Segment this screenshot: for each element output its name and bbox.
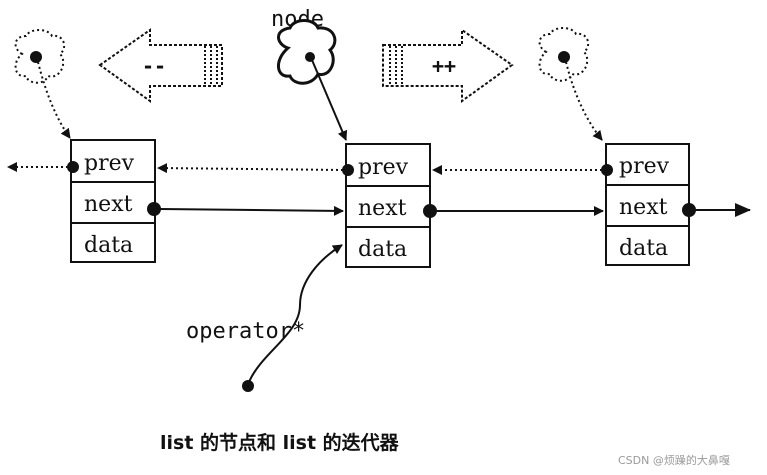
- field-prev: prev: [358, 155, 409, 180]
- left-dotted-cloud-icon: [14, 29, 66, 84]
- prev-links: [7, 161, 613, 176]
- field-next: next: [358, 196, 407, 221]
- right-pointer-dot: [558, 51, 570, 63]
- operator-pointer-dot: [242, 380, 254, 392]
- field-prev: prev: [84, 151, 135, 176]
- list-node-middle: prev next data: [345, 143, 431, 268]
- field-data: data: [358, 237, 407, 262]
- left-pointer-dot: [30, 51, 42, 63]
- field-data: data: [619, 236, 668, 261]
- decrement-label: --: [142, 54, 166, 78]
- field-next: next: [619, 195, 668, 220]
- field-data: data: [84, 233, 133, 258]
- caption: list 的节点和 list 的迭代器: [160, 431, 400, 454]
- increment-label: ++: [432, 54, 456, 78]
- node-cloud-icon: [277, 19, 337, 85]
- operator-pointer-arrow: [248, 244, 343, 383]
- node-pointer-arrow: [311, 59, 348, 141]
- left-pointer-arrow: [37, 61, 71, 139]
- list-node-right: prev next data: [605, 143, 690, 266]
- next-links: [147, 202, 751, 218]
- operator-label: operator*: [186, 319, 305, 344]
- increment-arrow: ++: [382, 28, 514, 103]
- field-prev: prev: [619, 154, 670, 179]
- decrement-arrow: --: [98, 28, 223, 103]
- right-dotted-cloud-icon: [538, 27, 590, 82]
- right-pointer-arrow: [565, 61, 603, 141]
- field-next: next: [84, 192, 133, 217]
- list-node-left: prev next data: [70, 139, 156, 263]
- watermark: CSDN @烦躁的大鼻嘎: [618, 453, 730, 467]
- node-pointer-dot: [305, 52, 315, 62]
